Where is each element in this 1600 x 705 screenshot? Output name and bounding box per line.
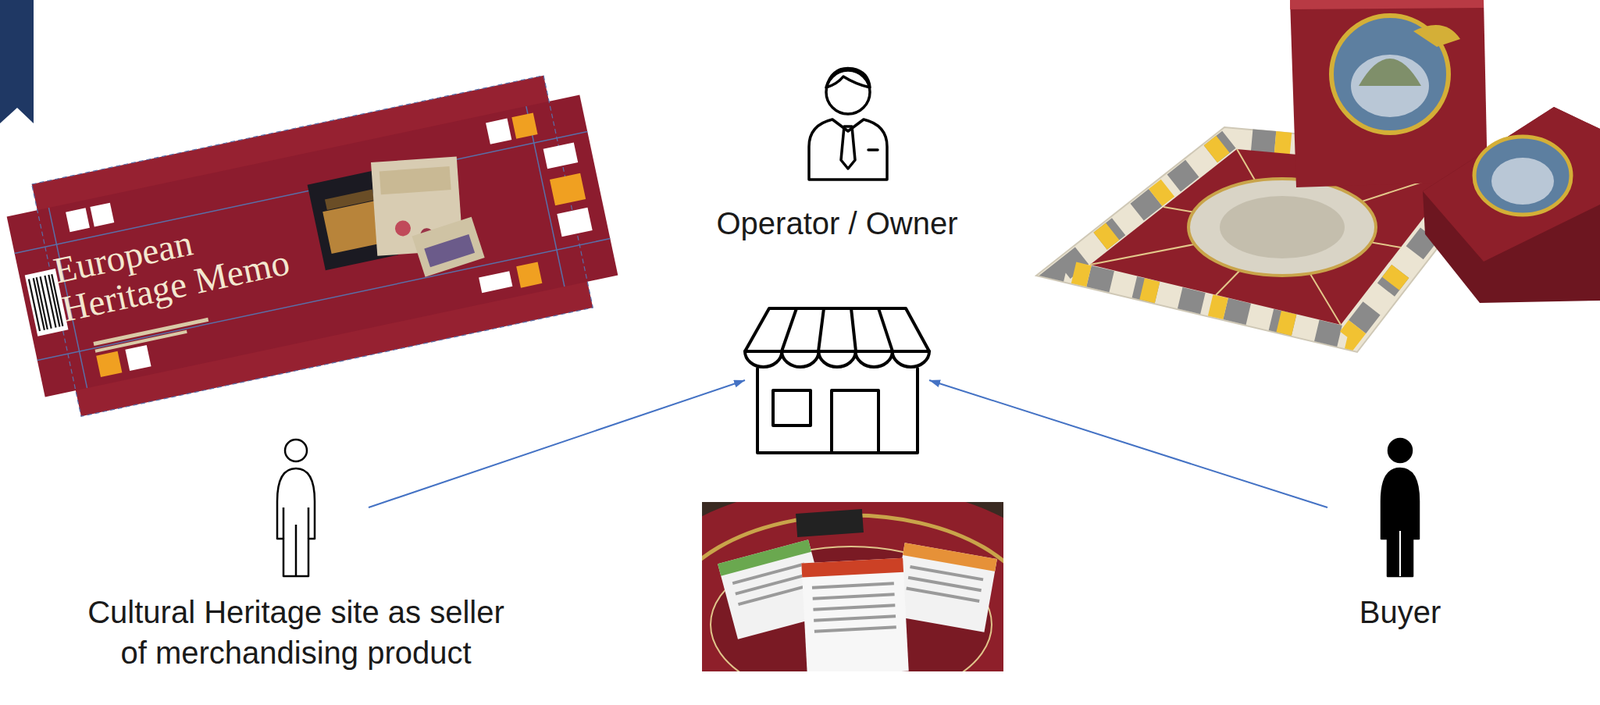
- memo-box-picture: [556, 207, 592, 238]
- seller-person-icon: [277, 468, 315, 577]
- shop-icon: [744, 308, 930, 352]
- card-photo: [905, 587, 980, 603]
- card-photo: [795, 509, 864, 538]
- card-photo: [801, 558, 909, 672]
- shop-icon: [744, 351, 930, 368]
- memo-box-picture: [95, 330, 188, 353]
- memo-box-picture: [7, 95, 619, 398]
- card-photo: [717, 539, 812, 577]
- buyer-person-icon: [1381, 468, 1419, 577]
- board-game-picture: [1474, 136, 1572, 215]
- memo-box-picture: [543, 142, 579, 170]
- memo-box-picture: [485, 118, 512, 145]
- buyer-person-icon: [1388, 438, 1412, 463]
- card-photo: [737, 584, 811, 606]
- card-photo: [801, 558, 904, 578]
- actor-label: Cultural Heritage site as seller of merc…: [77, 591, 515, 674]
- seller-node: Cultural Heritage site as seller of merc…: [223, 437, 369, 578]
- card-photo: [732, 563, 806, 585]
- card-photo: [891, 542, 998, 632]
- shop-icon: [757, 368, 918, 453]
- board-game-picture: [1289, 0, 1488, 188]
- memo-box-picture: [394, 220, 411, 237]
- shop-icon: [781, 308, 893, 352]
- buyer-node: Buyer: [1327, 437, 1473, 578]
- shop-icon: [744, 308, 930, 453]
- board-game-picture: [1036, 0, 1600, 353]
- memo-box-picture: [424, 234, 475, 268]
- memo-box-picture: [14, 131, 588, 254]
- memo-box-picture: [24, 268, 69, 337]
- board-game-picture: [1289, 0, 1484, 10]
- card-photo: [814, 625, 897, 633]
- memo-box-picture: [412, 217, 485, 278]
- memo-box-picture: [324, 188, 375, 211]
- card-photo: [813, 614, 896, 622]
- operator-icon: [808, 119, 888, 180]
- board-game-picture: [1358, 58, 1422, 86]
- operator-icon: [840, 126, 856, 169]
- product-title: European Heritage Memo: [49, 198, 319, 328]
- memo-box-picture: [124, 345, 151, 371]
- memo-box-picture: [96, 351, 122, 378]
- memo-box-picture: [65, 207, 90, 232]
- card-photo: [812, 581, 895, 589]
- memo-box-picture: [92, 317, 209, 346]
- board-game-picture: [1491, 157, 1554, 205]
- seller-person-icon: [277, 439, 315, 577]
- buyer-person-icon: [1399, 530, 1401, 577]
- memo-box-picture: [32, 75, 594, 417]
- board-game-picture: [1219, 195, 1345, 259]
- shop-icon: [773, 390, 811, 426]
- memo-box-picture: [516, 261, 542, 288]
- shop-node: Operator / Owner: [744, 306, 930, 455]
- memo-box-picture: [549, 173, 586, 207]
- operator-icon: [868, 148, 878, 152]
- flow-arrow: [368, 380, 745, 508]
- board-game-picture: [1413, 24, 1461, 47]
- actor-label: Buyer: [1359, 591, 1442, 633]
- card-photo: [891, 542, 998, 632]
- memo-box-picture: [1, 68, 624, 423]
- memo-box-picture: [379, 166, 452, 195]
- board-game-picture: [1188, 178, 1376, 276]
- card-photo: [702, 502, 1004, 672]
- shop-icon: [831, 390, 879, 453]
- memo-box-picture: [478, 270, 513, 293]
- role-label: Operator / Owner: [716, 203, 958, 244]
- card-photo: [812, 592, 895, 600]
- board-game-picture: [1422, 106, 1600, 262]
- flow-arrow: [929, 380, 1328, 508]
- memo-box-picture: [28, 274, 63, 332]
- card-photo: [702, 515, 1004, 672]
- card-photo: [812, 603, 895, 611]
- seller-person-icon: [283, 507, 309, 577]
- corner-bookmark: [0, 0, 34, 124]
- memo-box-picture: [89, 203, 115, 228]
- memo-box-picture: [511, 112, 538, 139]
- operator-icon: [826, 68, 870, 89]
- buyer-person-icon: [1381, 438, 1419, 577]
- card-photo: [702, 502, 1004, 672]
- seller-person-icon: [285, 439, 307, 462]
- board-game-picture: [1422, 106, 1600, 303]
- card-photo: [734, 573, 808, 596]
- card-photo: [801, 558, 909, 672]
- operator-icon: [808, 68, 888, 181]
- board-game-picture: [1350, 54, 1429, 118]
